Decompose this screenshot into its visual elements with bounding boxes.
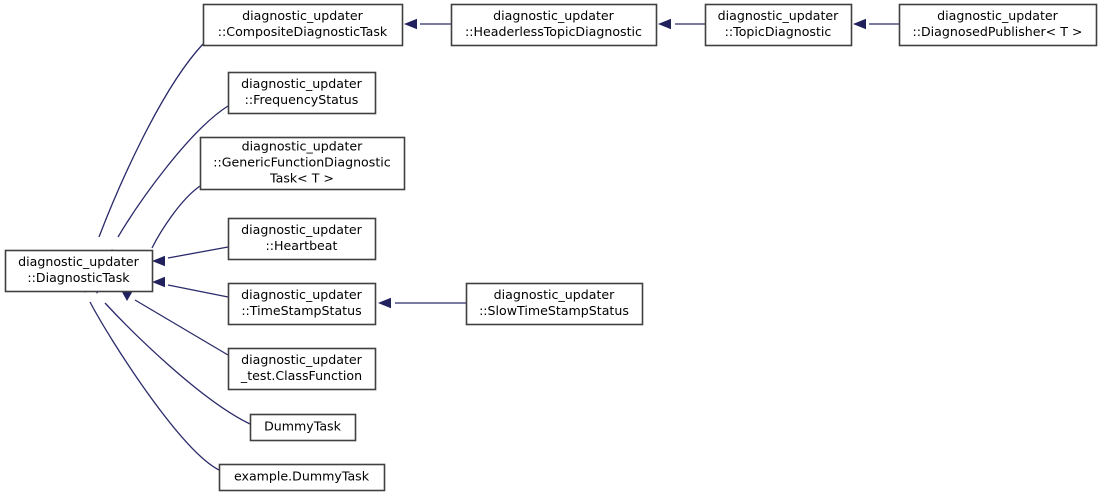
edge-topic-diagnostic-to-headerless-topic-diagnostic [658,18,705,30]
edge-line [104,302,251,425]
class-node-time-stamp-status[interactable]: diagnostic_updater::TimeStampStatus [227,282,377,326]
edge-arrowhead [152,276,165,288]
node-box[interactable] [704,3,853,47]
edge-arrowhead [378,297,391,309]
edge-line [167,246,229,259]
class-node-class-function[interactable]: diagnostic_updater_test.ClassFunction [227,347,377,391]
node-label-line: diagnostic_updater [241,352,362,367]
class-node-dummy-task[interactable]: DummyTask [249,413,357,442]
node-label-line: ::TimeStampStatus [241,303,361,318]
node-label-line: diagnostic_updater [493,8,614,23]
node-box[interactable] [227,282,377,326]
node-label-line: diagnostic_updater [494,287,615,302]
class-node-heartbeat[interactable]: diagnostic_updater::Heartbeat [227,217,377,261]
class-node-diagnosed-publisher[interactable]: diagnostic_updater::DiagnosedPublisher< … [898,3,1098,47]
node-box[interactable] [199,136,406,191]
edges-layer [79,18,899,471]
node-box[interactable] [249,413,357,442]
edge-heartbeat-to-diagnostic-task [152,246,229,267]
node-label-line: ::HeaderlessTopicDiagnostic [465,24,642,39]
nodes-layer: diagnostic_updater::DiagnosticTaskdiagno… [4,3,1098,492]
node-label-line: diagnostic_updater [242,139,363,154]
edge-diagnosed-publisher-to-topic-diagnostic [853,18,899,30]
edge-example-dummy-task-to-diagnostic-task [79,279,220,471]
edge-headerless-topic-diagnostic-to-composite-diagnostic-task [404,18,451,30]
node-label-line: diagnostic_updater [241,287,362,302]
node-label-line: diagnostic_updater [718,8,839,23]
node-label-line: Task< T > [269,171,334,186]
node-box[interactable] [227,71,377,115]
edge-line [98,43,204,238]
edge-class-function-to-diagnostic-task [122,289,229,356]
edge-line [151,185,201,249]
node-label-line: diagnostic_updater [242,8,363,23]
node-label-line: ::SlowTimeStampStatus [479,303,629,318]
node-label-line: ::Heartbeat [266,238,338,253]
class-node-slow-time-stamp-status[interactable]: diagnostic_updater::SlowTimeStampStatus [465,282,644,326]
node-label-line: ::GenericFunctionDiagnostic [213,155,390,170]
class-node-generic-function-diagnostic-task[interactable]: diagnostic_updater::GenericFunctionDiagn… [199,136,406,191]
node-box[interactable] [450,3,658,47]
edge-arrowhead [658,18,671,30]
node-label-line: _test.ClassFunction [240,368,362,383]
node-label-line: ::FrequencyStatus [245,92,359,107]
node-label-line: ::DiagnosedPublisher< T > [912,24,1082,39]
node-box[interactable] [227,347,377,391]
node-label-line: diagnostic_updater [241,222,362,237]
edge-dummy-task-to-diagnostic-task [91,280,251,425]
class-node-example-dummy-task[interactable]: example.DummyTask [218,463,386,492]
node-label-line: ::CompositeDiagnosticTask [218,24,388,39]
node-box[interactable] [218,463,386,492]
class-node-composite-diagnostic-task[interactable]: diagnostic_updater::CompositeDiagnosticT… [202,3,404,47]
node-label-line: example.DummyTask [234,469,370,484]
node-label-line: ::TopicDiagnostic [725,24,832,39]
node-label-line: diagnostic_updater [937,8,1058,23]
node-label-line: ::DiagnosticTask [27,270,130,285]
class-node-diagnostic-task[interactable]: diagnostic_updater::DiagnosticTask [4,249,154,293]
node-label-line: diagnostic_updater [241,76,362,91]
edge-arrowhead [853,18,866,30]
edge-composite-diagnostic-task-to-diagnostic-task [87,43,204,263]
class-node-headerless-topic-diagnostic[interactable]: diagnostic_updater::HeaderlessTopicDiagn… [450,3,658,47]
node-box[interactable] [227,217,377,261]
edge-slow-time-stamp-status-to-time-stamp-status [378,297,466,309]
node-box[interactable] [898,3,1098,47]
edge-time-stamp-status-to-diagnostic-task [152,276,229,298]
node-label-line: diagnostic_updater [18,254,139,269]
node-box[interactable] [202,3,404,47]
edge-line [89,301,220,471]
edge-line [167,284,229,298]
class-node-frequency-status[interactable]: diagnostic_updater::FrequencyStatus [227,71,377,115]
class-node-topic-diagnostic[interactable]: diagnostic_updater::TopicDiagnostic [704,3,853,47]
edge-line [134,299,229,356]
node-box[interactable] [4,249,154,293]
node-box[interactable] [465,282,644,326]
node-label-line: DummyTask [264,419,342,434]
edge-arrowhead [404,18,417,30]
edge-arrowhead [152,255,165,267]
edge-line [117,105,229,238]
